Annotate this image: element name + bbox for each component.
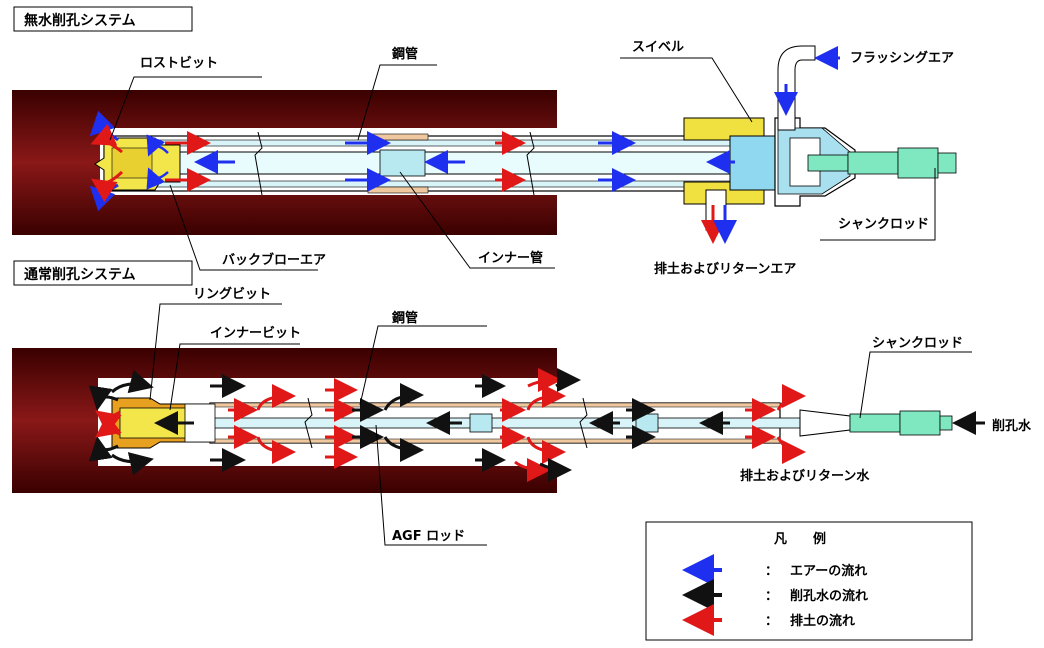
label-ring-bit: リングビット — [193, 286, 271, 302]
pipe-coupling-upper — [367, 133, 429, 141]
legend-sep: ： — [765, 614, 778, 629]
break-mark — [579, 397, 588, 449]
swivel-upper — [683, 117, 765, 141]
steel-pipe-wall-lower — [209, 438, 781, 444]
section-title-box-bottom — [13, 260, 193, 286]
lost-bit-core — [111, 147, 153, 179]
label-return-air: 排土およびリターンエア — [654, 261, 796, 277]
bottom-leader-lines — [149, 303, 972, 546]
label-back-blow-air: バックブローエア — [222, 252, 326, 268]
black-arrow — [383, 436, 424, 462]
swivel-body — [729, 135, 779, 191]
red-arrow — [527, 368, 562, 393]
black-arrow — [111, 452, 154, 476]
legend-cuttings-text: 排土の流れ — [790, 613, 855, 629]
black-arrow — [88, 385, 119, 411]
label-shank-rod-bottom: シャンクロッド — [872, 336, 963, 351]
legend: 凡 例 ： エアーの流れ ： 削孔水の流れ ： 排土の流れ — [645, 521, 973, 641]
section-title-waterless: 無水削孔システム — [24, 12, 136, 29]
break-mark — [254, 131, 263, 196]
rod-coupling — [635, 413, 659, 433]
legend-title: 凡 例 — [774, 531, 826, 547]
black-arrow — [539, 457, 572, 482]
blue-arrow — [146, 167, 169, 190]
label-steel-pipe-bottom: 鋼管 — [391, 310, 418, 326]
shank-rod-end-bottom — [939, 415, 953, 431]
black-arrow — [110, 369, 154, 394]
pipe-coupling-lower — [367, 186, 429, 194]
red-arrow — [776, 436, 806, 464]
red-arrow — [514, 457, 551, 482]
shank-rod-shoulder — [897, 147, 939, 179]
steel-pipe-wall-lower — [103, 180, 735, 188]
red-arrow — [256, 384, 296, 411]
steel-pipe-wall-upper — [209, 402, 781, 408]
break-mark — [304, 397, 313, 449]
red-arrow — [90, 123, 123, 154]
legend-sep: ： — [765, 589, 778, 604]
break-mark — [526, 131, 535, 196]
blue-arrow — [146, 134, 169, 157]
shank-rod-neck — [807, 154, 849, 172]
black-arrow — [88, 436, 119, 462]
label-flushing-air: フラッシングエア — [850, 50, 954, 66]
section-title-box-top — [13, 6, 193, 32]
label-lost-bit: ロストビット — [140, 55, 218, 71]
black-arrow — [555, 368, 581, 393]
section-title-normal: 通常削孔システム — [24, 266, 136, 283]
label-inner-bit: インナービット — [210, 325, 301, 341]
return-air-port — [705, 189, 727, 231]
black-arrow — [383, 383, 424, 411]
red-arrow — [256, 436, 296, 464]
red-arrow — [526, 384, 566, 411]
inner-pipe-coupling — [379, 149, 426, 177]
red-arrow — [95, 413, 122, 438]
legend-water-text: 削孔水の流れ — [790, 588, 868, 604]
legend-air-text: エアーの流れ — [790, 563, 867, 579]
label-inner-pipe: インナー管 — [478, 250, 543, 266]
label-shank-rod-top: シャンクロッド — [838, 217, 929, 232]
label-agf-rod: AGF ロッド — [392, 529, 465, 544]
label-drilling-water: 削孔水 — [992, 418, 1032, 434]
shank-rod-shoulder-bottom — [899, 410, 941, 436]
shank-adapter — [799, 409, 851, 437]
legend-sep: ： — [765, 564, 778, 579]
label-return-water: 排土およびリターン水 — [740, 468, 870, 484]
rod-coupling — [469, 413, 493, 433]
shank-rod-end — [937, 152, 957, 174]
red-arrow — [91, 170, 124, 202]
red-arrow — [526, 436, 566, 464]
red-arrow — [776, 384, 806, 411]
top-flow-arrows — [89, 46, 840, 244]
shank-rod-body-bottom — [849, 413, 901, 433]
label-steel-pipe-top: 鋼管 — [391, 46, 418, 62]
shank-rod-body — [847, 151, 899, 175]
top-leader-lines — [109, 57, 936, 271]
label-swivel: スイベル — [632, 40, 684, 55]
bottom-flow-arrows — [88, 368, 985, 482]
